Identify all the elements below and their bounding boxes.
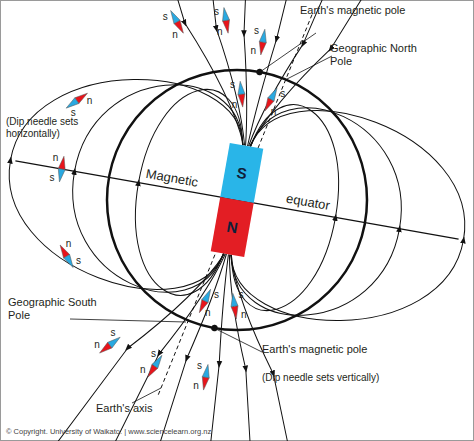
needle-south-half <box>56 168 65 182</box>
needle-south-letter: s <box>151 348 156 360</box>
pole-label: Geographic North Pole <box>330 42 425 68</box>
needle-south-half <box>229 293 238 307</box>
needle-south-half <box>202 364 211 378</box>
needle-north-letter: n <box>205 308 211 320</box>
needle-south-letter: s <box>254 25 259 37</box>
needle-north-letter: n <box>66 238 72 250</box>
needle-south-letter: s <box>280 88 285 100</box>
needle-north-half <box>257 42 266 56</box>
needle-north-letter: n <box>232 99 238 111</box>
copyright-note: © Copyright. University of Waikato. | ww… <box>6 428 466 437</box>
field-line <box>158 0 287 145</box>
magnetic-pole-dot <box>256 68 263 75</box>
needle-south-letter: s <box>239 289 244 301</box>
field-line <box>0 58 251 302</box>
needle-south-letter: s <box>214 290 219 302</box>
magnetic-pole-dot <box>211 324 218 331</box>
needle-south-letter: s <box>76 255 81 267</box>
needle-north-half <box>223 20 232 34</box>
needle-south-half <box>220 7 229 21</box>
needle-south-half <box>237 81 245 95</box>
pole-letter: S <box>235 164 248 182</box>
needle-north-letter: n <box>217 26 223 38</box>
needle-north-letter: n <box>140 364 146 376</box>
field-line <box>186 254 247 441</box>
pole-letter: N <box>225 218 239 237</box>
needle-north-letter: n <box>193 380 199 392</box>
note-label: (Dip needle sets horizontally) <box>6 116 116 140</box>
needle-south-half <box>268 86 280 101</box>
earth-circle <box>107 70 367 330</box>
leader-line <box>70 319 186 322</box>
dip-needle <box>229 293 239 320</box>
field-line <box>207 0 288 146</box>
needle-south-letter: s <box>110 327 115 339</box>
pole-label: Earth's magnetic pole <box>300 4 420 17</box>
pole-label: Earth's magnetic pole <box>262 343 372 356</box>
needle-north-letter: n <box>271 106 277 118</box>
field-line <box>249 0 359 158</box>
field-line <box>223 98 474 342</box>
field-line <box>223 98 418 331</box>
needle-north-letter: n <box>53 152 59 164</box>
needle-south-letter: s <box>163 11 168 23</box>
field-line <box>96 239 225 441</box>
needle-south-letter: s <box>71 107 76 119</box>
needle-south-half <box>168 9 180 24</box>
equator-label: Magnetic <box>144 166 199 190</box>
needle-north-letter: n <box>94 339 100 351</box>
dip-needle <box>196 288 214 314</box>
note-label: (Dip needle sets vertically) <box>262 372 442 384</box>
needle-south-half <box>259 29 268 43</box>
needle-south-letter: s <box>214 6 219 18</box>
equator-label: equator <box>285 191 331 214</box>
needle-south-half <box>64 255 77 270</box>
dip-needle <box>237 81 247 108</box>
needle-south-letter: s <box>50 172 55 184</box>
needle-north-half <box>238 94 246 108</box>
dip-needle <box>97 334 122 355</box>
dip-needles <box>20 0 293 394</box>
pole-label: Geographic South Pole <box>8 296 98 322</box>
dip-needle <box>64 90 89 111</box>
needle-north-half <box>58 156 67 170</box>
field-line <box>37 228 224 441</box>
needle-north-letter: n <box>172 29 178 41</box>
axis-label: Earth's axis <box>96 402 186 415</box>
dip-needle <box>257 29 268 56</box>
magnet-pole-block: S <box>220 143 263 203</box>
needle-south-letter: s <box>197 360 202 372</box>
needle-north-letter: n <box>241 309 247 321</box>
needle-south-letter: s <box>230 79 235 91</box>
magnet-pole-block: N <box>211 197 254 257</box>
needle-north-letter: n <box>87 96 93 108</box>
needle-south-half <box>202 288 214 303</box>
needle-north-letter: n <box>251 45 257 57</box>
needle-north-half <box>231 306 240 320</box>
leader-line <box>132 388 161 403</box>
needle-north-half <box>200 377 209 391</box>
field-line <box>250 0 408 167</box>
